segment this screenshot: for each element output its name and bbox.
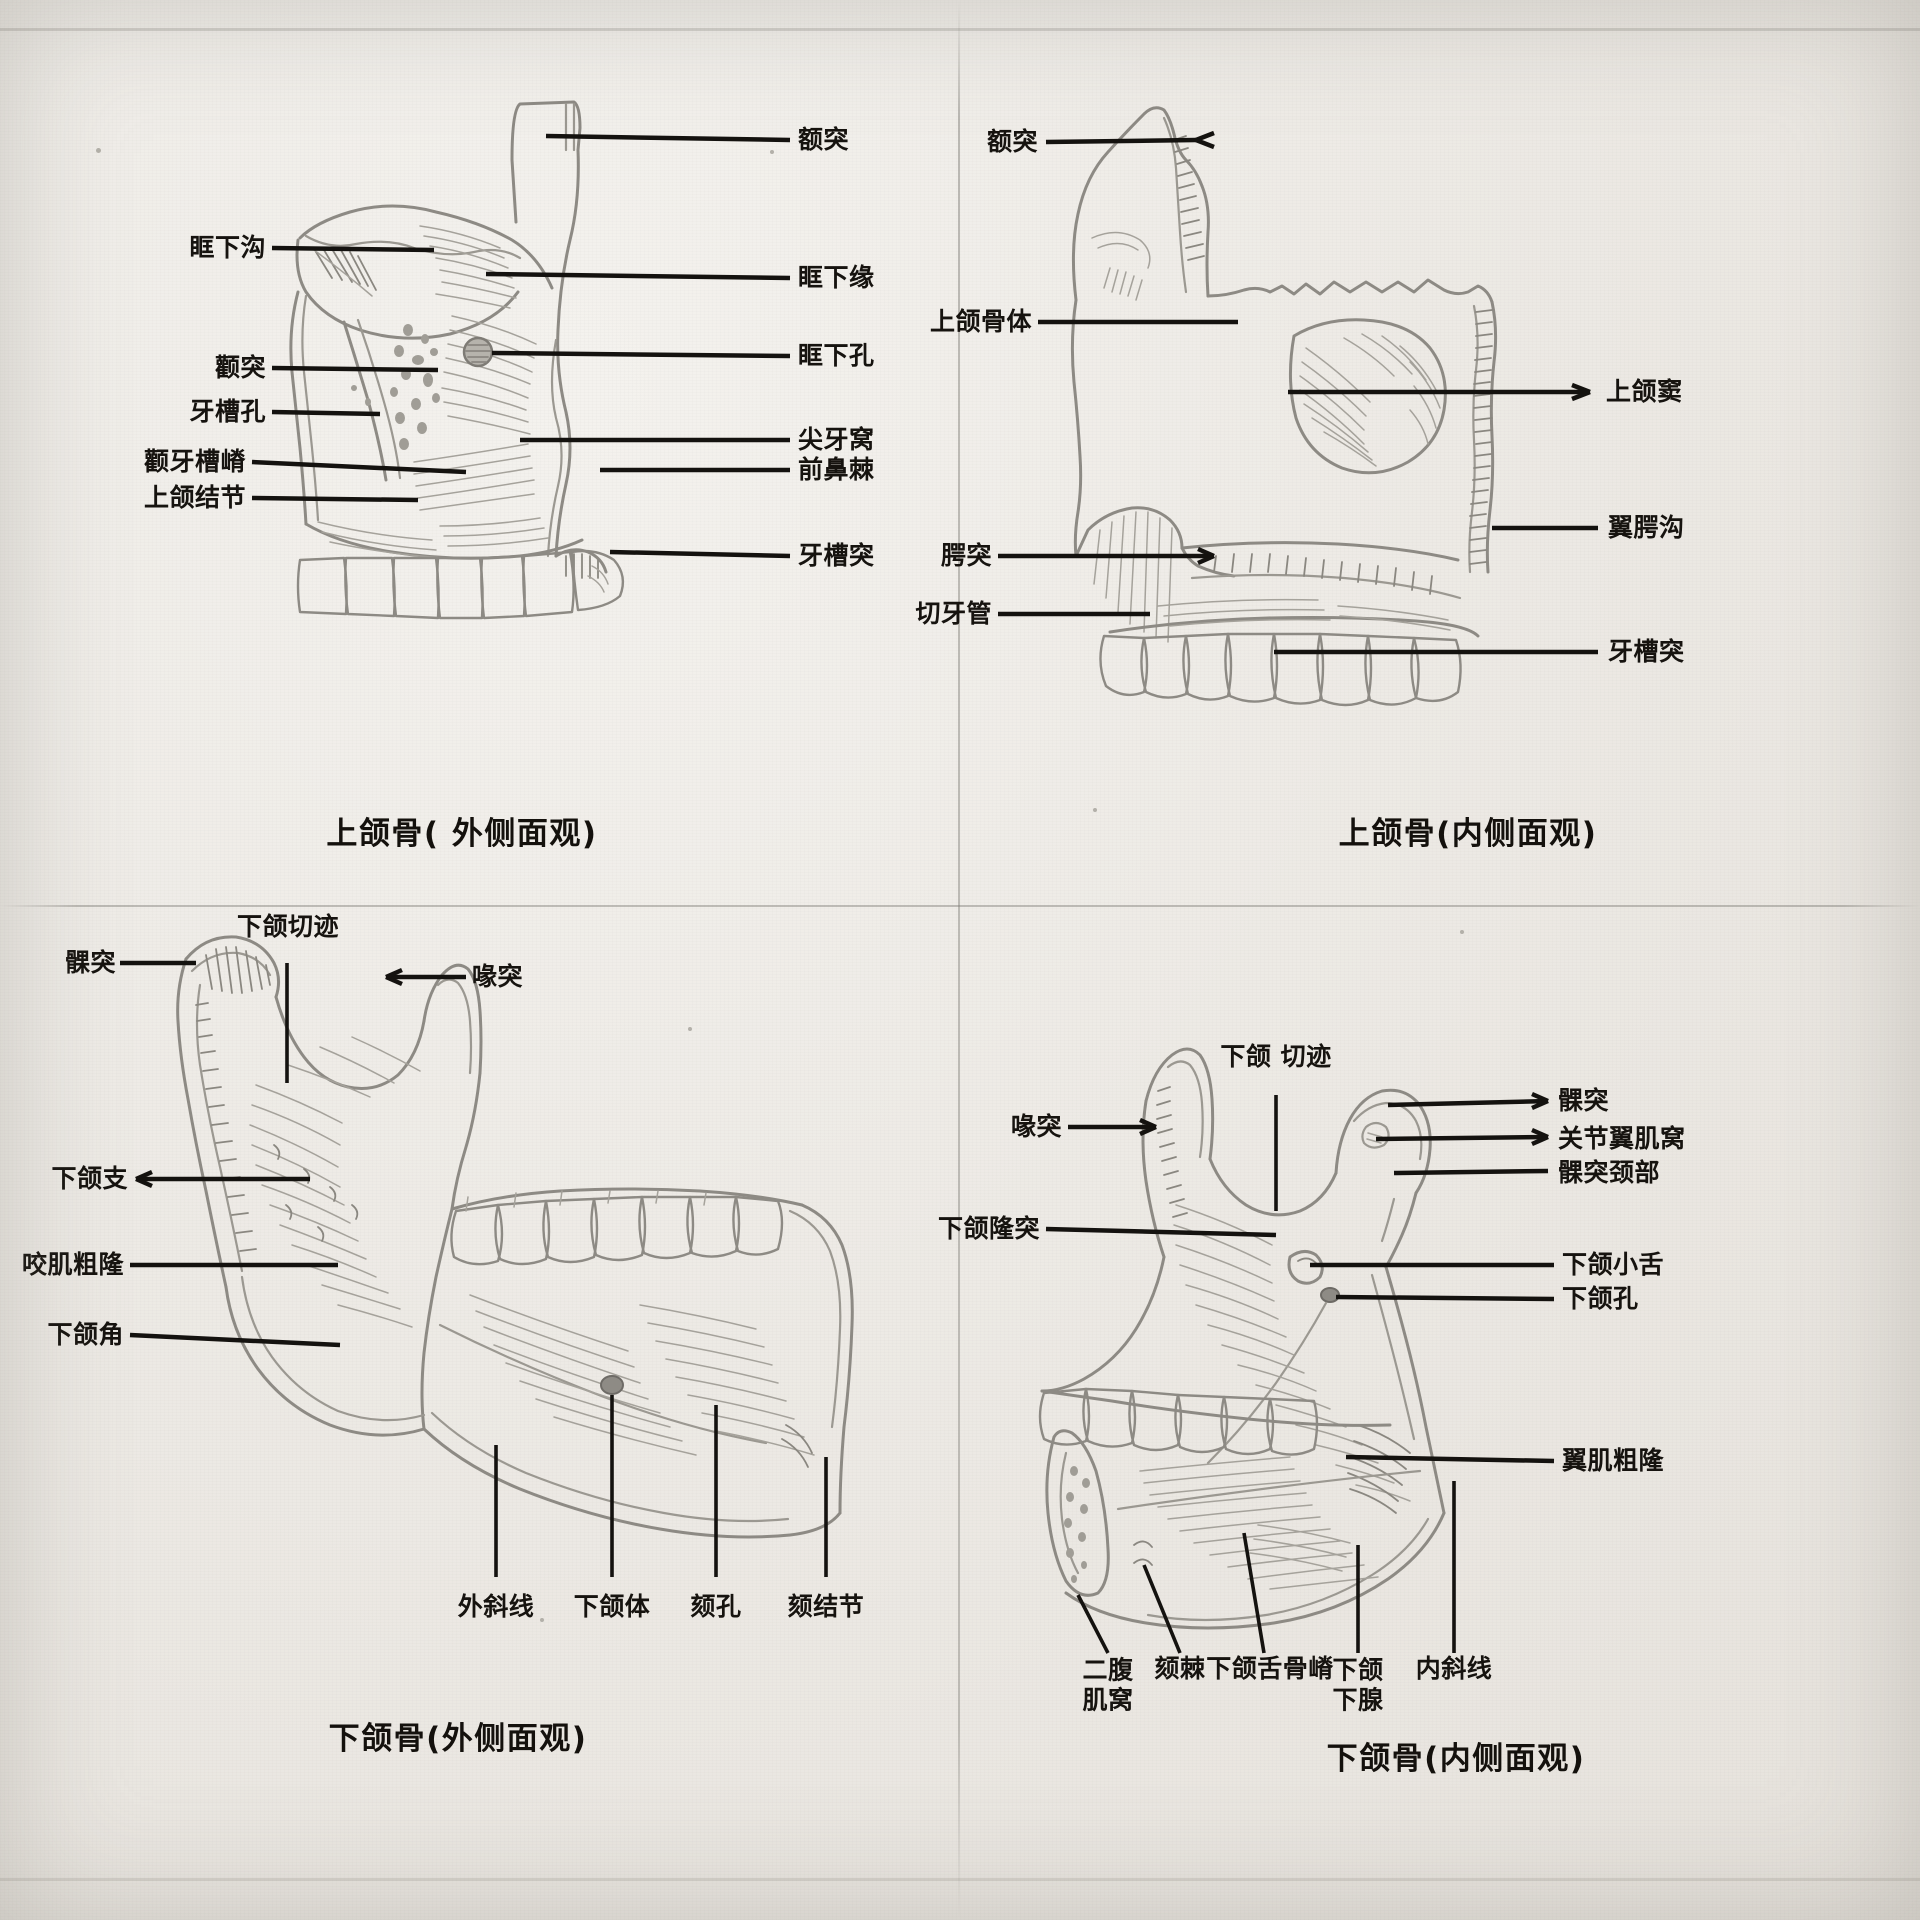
page-bottom-edge bbox=[0, 1878, 1920, 1881]
leader-line bbox=[1393, 1168, 1549, 1176]
leader-line bbox=[251, 495, 419, 503]
leader-line bbox=[545, 133, 791, 143]
leader-line bbox=[1242, 1532, 1266, 1654]
caption-maxilla-medial: 上颌骨(内侧面观) bbox=[1338, 816, 1598, 852]
arrowhead bbox=[1195, 130, 1215, 150]
label-alveolar-foramina: 牙槽孔 bbox=[189, 397, 266, 426]
label-digastric-fossa: 二腹 肌窝 bbox=[1082, 1655, 1134, 1715]
label-mandibular-body: 下颌体 bbox=[573, 1592, 651, 1621]
paper-speck bbox=[1093, 808, 1097, 812]
arrowhead bbox=[1571, 382, 1591, 402]
label-incisive-canal: 切牙管 bbox=[915, 599, 992, 628]
label-frontal-process: 额突 bbox=[986, 127, 1038, 156]
label-pterygopalatine-groove: 翼腭沟 bbox=[1608, 513, 1685, 542]
maxilla-medial-drawing bbox=[998, 106, 1598, 707]
leader-line bbox=[1076, 1594, 1110, 1654]
label-mylohyoid-ridge: 下颌舌骨嵴 bbox=[1206, 1654, 1334, 1683]
label-condyle: 髁突 bbox=[64, 948, 116, 977]
label-maxilla-body: 上颌骨体 bbox=[929, 307, 1032, 336]
caption-mandible-lateral: 下颌骨(外侧面观) bbox=[328, 1721, 588, 1757]
caption-mandible-medial: 下颌骨(内侧面观) bbox=[1326, 1741, 1586, 1777]
label-genial-spine: 颏棘 bbox=[1154, 1654, 1206, 1683]
paper-speck bbox=[688, 1027, 692, 1031]
vertical-fold-crease bbox=[958, 0, 960, 1920]
arrowhead bbox=[135, 1169, 153, 1189]
leader-line bbox=[129, 1332, 341, 1348]
label-lingula: 下颌小舌 bbox=[1562, 1250, 1665, 1279]
leader-line bbox=[271, 365, 439, 373]
leader-line bbox=[1045, 1226, 1277, 1238]
label-mandibular-notch: 下颌切迹 bbox=[236, 912, 340, 941]
label-maxillary-tuberosity: 上颌结节 bbox=[143, 483, 246, 512]
label-frontal-process: 额突 bbox=[798, 125, 850, 154]
leader-line bbox=[1345, 1454, 1555, 1464]
label-pterygoid-tuberosity: 翼肌粗隆 bbox=[1562, 1446, 1665, 1475]
arrowhead bbox=[385, 967, 403, 987]
leader-line bbox=[1335, 1294, 1555, 1302]
label-canine-fossa: 尖牙窝 bbox=[798, 425, 875, 454]
label-external-oblique-line: 外斜线 bbox=[457, 1592, 535, 1621]
label-condylar-neck: 髁突颈部 bbox=[1558, 1158, 1661, 1187]
leader-line bbox=[491, 350, 791, 359]
paper-speck bbox=[1460, 930, 1464, 934]
panel-maxilla-lateral: 额突 眶下缘 眶下孔 尖牙窝 前鼻棘 牙槽突 眶下沟 颧突 牙槽孔 颧牙槽嵴 上… bbox=[0, 0, 958, 905]
label-pterygoid-fovea: 关节翼肌窝 bbox=[1558, 1124, 1686, 1153]
label-internal-oblique-line: 内斜线 bbox=[1415, 1654, 1493, 1683]
horizontal-fold-crease bbox=[0, 905, 1920, 907]
panel-mandible-medial: 下颌 切迹 喙突 下颌隆突 髁突 关节翼肌窝 髁突颈部 下颌小舌 下颌孔 翼肌粗… bbox=[938, 905, 1920, 1920]
leader-line bbox=[485, 271, 791, 281]
label-condyle: 髁突 bbox=[1558, 1086, 1610, 1115]
page-top-edge bbox=[0, 28, 1920, 31]
caption-maxilla-lateral: 上颌骨( 外侧面观) bbox=[326, 816, 598, 852]
label-infraorbital-groove: 眶下沟 bbox=[189, 233, 266, 262]
label-zygomatic-process: 颧突 bbox=[214, 353, 266, 382]
leader-line bbox=[251, 459, 467, 475]
label-palatine-process: 腭突 bbox=[940, 541, 992, 570]
label-infraorbital-margin: 眶下缘 bbox=[798, 263, 875, 292]
label-masseteric-tuberosity: 咬肌粗隆 bbox=[21, 1250, 124, 1279]
arrowhead bbox=[1531, 1127, 1549, 1147]
label-submandibular-gland: 下颌 下腺 bbox=[1332, 1655, 1384, 1715]
label-anterior-nasal-spine: 前鼻棘 bbox=[798, 455, 875, 484]
label-mandibular-foramen: 下颌孔 bbox=[1562, 1284, 1639, 1313]
label-alveolar-process: 牙槽突 bbox=[798, 541, 875, 570]
leader-line bbox=[1142, 1564, 1182, 1654]
leader-line bbox=[1387, 1098, 1549, 1108]
label-zygomaticoalveolar-crest: 颧牙槽嵴 bbox=[143, 447, 246, 476]
paper-speck bbox=[96, 148, 101, 153]
panel-maxilla-medial: 额突 上颌骨体 腭突 切牙管 上颌窦 翼腭沟 牙槽突 上颌骨(内侧面观) bbox=[915, 0, 1920, 905]
label-coronoid-process: 喙突 bbox=[1010, 1112, 1062, 1141]
leader-line bbox=[609, 549, 791, 559]
label-alveolar-process: 牙槽突 bbox=[1608, 637, 1685, 666]
mandible-lateral-drawing bbox=[120, 935, 854, 1577]
mandible-medial-drawing bbox=[1038, 1047, 1555, 1654]
leader-line bbox=[271, 409, 381, 417]
arrowhead bbox=[1531, 1091, 1549, 1111]
label-mental-foramen: 颏孔 bbox=[690, 1592, 742, 1621]
arrowhead bbox=[1197, 546, 1215, 566]
paper-speck bbox=[540, 1618, 544, 1622]
label-infraorbital-foramen: 眶下孔 bbox=[798, 341, 875, 370]
panel-mandible-lateral: 髁突 下颌切迹 喙突 下颌支 咬肌粗隆 下颌角 外斜线 下颌体 颏孔 颏结节 下… bbox=[0, 905, 958, 1920]
maxilla-lateral-drawing bbox=[251, 100, 791, 620]
leader-line bbox=[271, 245, 435, 253]
label-mandibular-ramus: 下颌支 bbox=[51, 1164, 128, 1193]
paper-speck bbox=[770, 150, 774, 154]
arrowhead bbox=[1139, 1117, 1157, 1137]
label-maxillary-sinus: 上颌窦 bbox=[1606, 377, 1683, 406]
label-mental-tubercle: 颏结节 bbox=[787, 1592, 865, 1621]
leader-line bbox=[1375, 1134, 1549, 1142]
label-mandibular-torus: 下颌隆突 bbox=[937, 1214, 1040, 1243]
label-mandibular-angle: 下颌角 bbox=[47, 1320, 124, 1349]
label-coronoid-process: 喙突 bbox=[472, 962, 524, 991]
label-mandibular-notch: 下颌 切迹 bbox=[1220, 1042, 1332, 1071]
leader-line bbox=[1045, 137, 1197, 145]
